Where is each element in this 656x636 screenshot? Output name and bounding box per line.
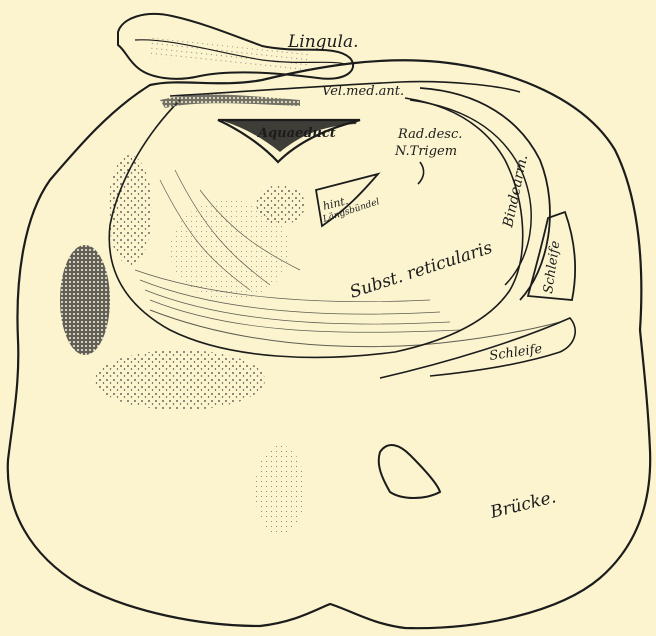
label-rad-desc: Rad.desc.: [397, 127, 462, 142]
section-outline: [8, 60, 650, 628]
label-n-trigem: N.Trigem: [394, 144, 457, 159]
stipple-upper-ridge: [160, 95, 300, 108]
rad-desc-marker: [418, 162, 424, 184]
lingula-stipple: [149, 38, 310, 75]
label-bindearm: Bindearm.: [500, 153, 531, 229]
label-schleife-lower: Schleife: [488, 342, 543, 364]
label-vel-med-ant: Vel.med.ant.: [322, 84, 404, 99]
stipple-left-dark: [60, 245, 110, 355]
lemniscus-inner: [150, 310, 560, 347]
pons-cavity: [379, 445, 440, 498]
stipple-pons-patch: [255, 445, 305, 535]
label-bruecke: Brücke.: [487, 487, 558, 523]
label-schleife-upper: Schleife: [541, 240, 563, 295]
label-aquaeduct: Aquaeduct: [256, 126, 336, 141]
label-subst-reticularis: Subst. reticularis: [347, 238, 495, 303]
stipple-mid-right: [255, 185, 305, 225]
label-lingula: Lingula.: [287, 32, 358, 52]
stipple-lower-left: [95, 350, 265, 410]
stipple-left-mid: [108, 155, 152, 265]
